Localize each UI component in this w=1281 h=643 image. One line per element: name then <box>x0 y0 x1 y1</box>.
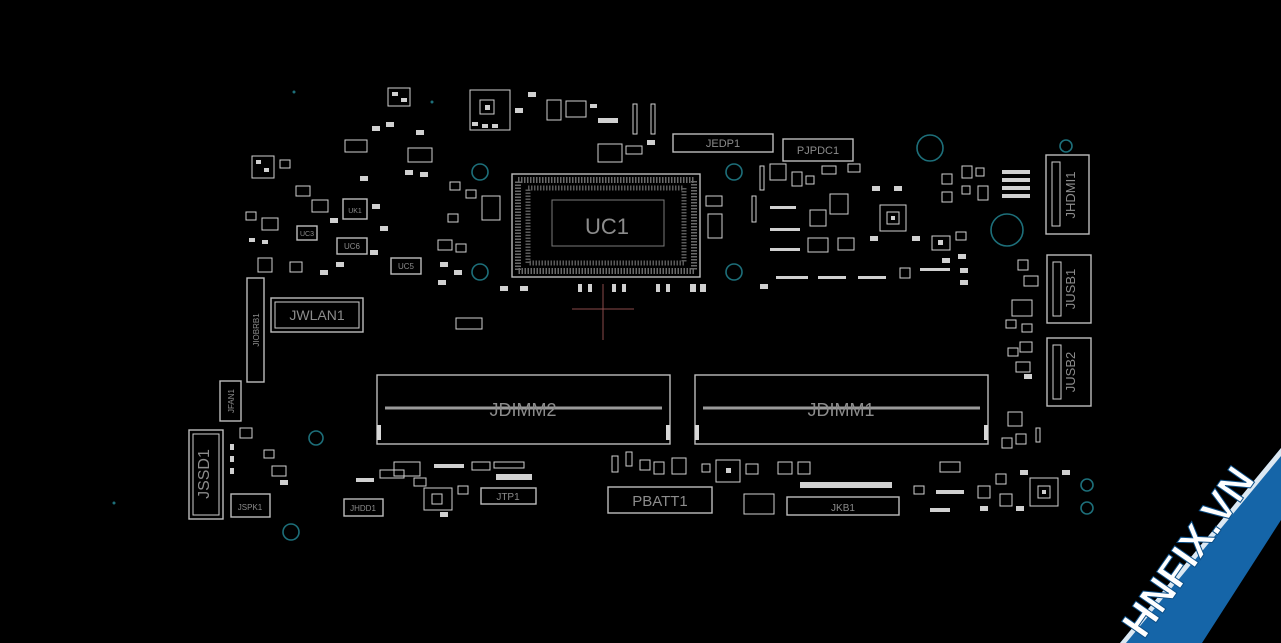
connector-jspk1[interactable]: JSPK1 <box>230 493 271 518</box>
jhdmi1-label: JHDMI1 <box>1063 172 1078 219</box>
jedp1-label: JEDP1 <box>706 138 740 150</box>
jtp1-label: JTP1 <box>496 492 520 503</box>
jkb1-label: JKB1 <box>831 503 855 514</box>
uc5-label: UC5 <box>398 262 415 271</box>
ic-uc6[interactable]: UC6 <box>336 237 368 255</box>
jiobrb1-label: JIOBRB1 <box>252 313 261 347</box>
cpu-ball-grid-outer <box>515 177 697 274</box>
pjpdc1-label: PJPDC1 <box>797 145 839 157</box>
connector-jedp1[interactable]: JEDP1 <box>672 133 774 153</box>
connector-jhdd1[interactable]: JHDD1 <box>343 498 384 517</box>
uc3-label: UC3 <box>300 231 314 238</box>
cpu-label: UC1 <box>585 214 629 239</box>
connector-jhdmi1[interactable]: JHDMI1 <box>1045 154 1090 235</box>
ic-uc5[interactable]: UC5 <box>390 257 422 275</box>
connector-jtp1[interactable]: JTP1 <box>480 487 537 505</box>
jdimm2-label: JDIMM2 <box>490 400 557 420</box>
jfan1-label: JFAN1 <box>227 388 236 413</box>
connector-jssd1[interactable]: JSSD1 <box>188 429 224 520</box>
jwlan1-label: JWLAN1 <box>289 307 344 323</box>
connector-jiobrb1[interactable]: JIOBRB1 <box>246 277 265 383</box>
connector-jkb1[interactable]: JKB1 <box>786 496 900 516</box>
jssd1-label: JSSD1 <box>196 449 213 499</box>
origin-crosshair <box>572 284 634 340</box>
uc6-label: UC6 <box>344 242 361 251</box>
jspk1-label: JSPK1 <box>238 503 263 512</box>
slot-jdimm2[interactable]: JDIMM2 <box>376 374 671 445</box>
connector-jusb2[interactable]: JUSB2 <box>1046 337 1092 407</box>
jdimm1-label: JDIMM1 <box>808 400 875 420</box>
passive-components <box>230 87 1070 517</box>
cpu-die <box>551 199 665 247</box>
watermark-edge <box>1120 448 1281 643</box>
connector-pbatt1[interactable]: PBATT1 <box>607 486 713 514</box>
connector-jfan1[interactable]: JFAN1 <box>219 380 242 422</box>
uk1-label: UK1 <box>348 208 362 215</box>
jusb1-label: JUSB1 <box>1063 269 1078 309</box>
jusb2-label: JUSB2 <box>1063 352 1078 392</box>
slot-jdimm1[interactable]: JDIMM1 <box>694 374 989 445</box>
cpu-ball-grid-inner <box>525 185 687 266</box>
connector-pjpdc1[interactable]: PJPDC1 <box>782 138 854 162</box>
ic-uc3[interactable]: UC3 <box>296 225 318 241</box>
cpu-outline <box>511 173 701 278</box>
cpu-uc1[interactable]: UC1 <box>511 173 701 278</box>
mounting-holes <box>112 90 1094 541</box>
connector-jusb1[interactable]: JUSB1 <box>1046 254 1092 324</box>
jhdd1-label: JHDD1 <box>350 504 376 513</box>
connector-jwlan1[interactable]: JWLAN1 <box>270 297 364 333</box>
pbatt1-label: PBATT1 <box>632 493 688 510</box>
ic-uk1[interactable]: UK1 <box>342 198 368 220</box>
watermark: HNFIX.VN <box>1112 448 1281 643</box>
